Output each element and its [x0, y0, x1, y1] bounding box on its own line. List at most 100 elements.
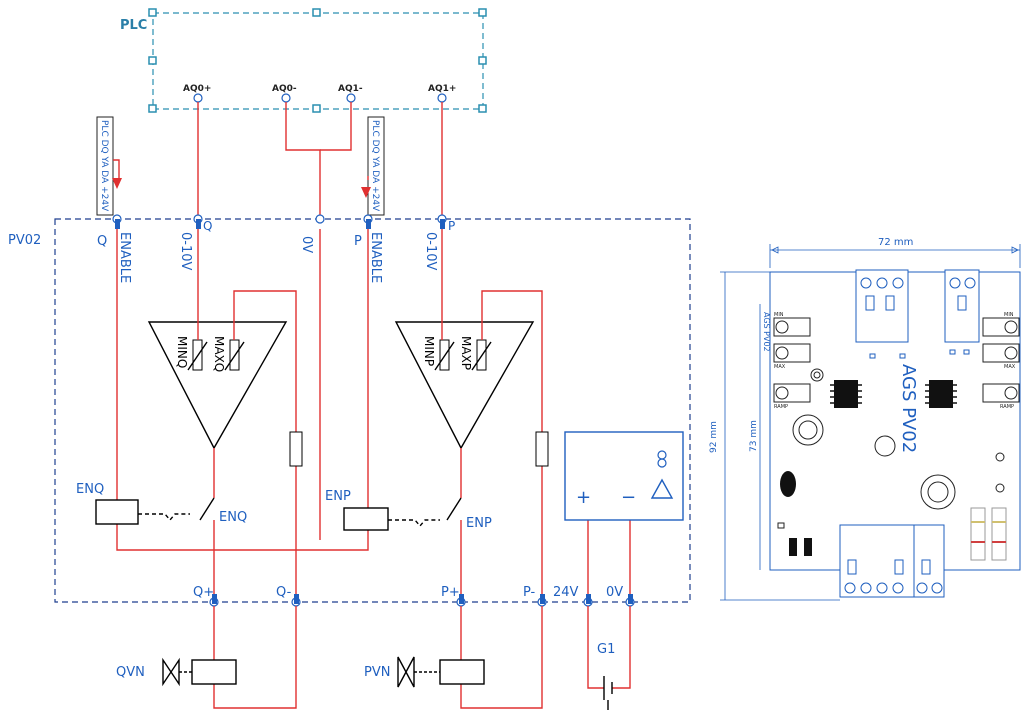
pot-label: MINP	[422, 336, 436, 366]
relay-label: ENQ	[76, 482, 104, 497]
wire-aq0minus	[285, 102, 321, 216]
pv02-frame	[54, 218, 691, 603]
screw-icon	[916, 582, 928, 594]
terminal-function-label: 0-10V	[178, 232, 193, 271]
pin-marker	[196, 219, 201, 229]
pot-knob-icon	[775, 320, 789, 334]
plc-output-terminal[interactable]	[281, 93, 291, 103]
wire-aq1minus	[320, 102, 352, 151]
mount-hole	[995, 483, 1005, 493]
amplifier-triangle	[394, 321, 535, 450]
pin-marker	[212, 594, 217, 604]
valve-coil	[191, 659, 237, 685]
wire-relay-q-return	[116, 524, 320, 551]
pot-knob-icon	[775, 386, 789, 400]
pot-arrow	[434, 341, 455, 371]
board-drawing: 72 mm 92 mm 73 mm AGS PV02 MIN MAX	[709, 237, 1021, 601]
contact-label: ENQ	[219, 510, 247, 525]
relay-label: ENP	[325, 489, 351, 504]
smd-part	[899, 353, 906, 359]
field-wiring	[213, 606, 631, 709]
plc-output-label: AQ0+	[183, 84, 211, 94]
pv02-top-terminals: Q Q P P ENABLE 0-10V 0V ENABLE 0-10V	[97, 214, 455, 283]
supply-note-q: PLC DQ YA DA +24V	[96, 116, 122, 216]
connector-slot	[894, 559, 904, 575]
relay-q: ENQ ENQ	[76, 482, 247, 525]
resistor-p	[535, 431, 549, 467]
connector-slot	[885, 295, 895, 311]
pin-label: Q	[97, 234, 107, 249]
board-capacitor	[874, 435, 896, 457]
board-pot-label: MIN	[1004, 312, 1014, 318]
plc-block: PLC AQ0+ AQ0- AQ1- AQ1+	[120, 8, 487, 113]
pot-label: MAXP	[459, 336, 473, 370]
smd-part	[869, 353, 876, 359]
terminal-label: P-	[523, 585, 536, 600]
valve-coil	[439, 659, 485, 685]
valve-pvn: PVN	[364, 656, 485, 688]
board-title: AGS PV02	[898, 364, 919, 453]
plc-output-terminal[interactable]	[346, 93, 356, 103]
terminal-function-label: ENABLE	[368, 232, 383, 283]
pin-label: P	[354, 234, 362, 249]
plc-title: PLC	[120, 18, 147, 33]
smd-part	[804, 538, 812, 556]
inner-height-dim-label: 73 mm	[749, 420, 759, 452]
supply-note-p: PLC DQ YA DA +24V	[361, 116, 385, 216]
plc-frame-handle	[478, 8, 487, 17]
connector-slot	[957, 295, 967, 311]
infinity-icon	[657, 458, 667, 468]
contact-enq	[199, 497, 215, 521]
plc-frame-handle	[478, 56, 487, 65]
board-pot-label: RAMP	[774, 404, 788, 410]
terminal-label: Q+	[193, 585, 214, 600]
screw-icon	[876, 277, 888, 289]
valve-icon	[397, 656, 415, 688]
power-module: + −	[564, 431, 684, 521]
internal-wiring	[116, 229, 631, 600]
board-capacitor	[927, 481, 949, 503]
amplifier-p: MINP MAXP	[394, 321, 535, 450]
connector-slot	[921, 559, 931, 575]
plc-output-label: AQ1-	[338, 84, 363, 94]
supply-note-box	[96, 116, 114, 216]
wire-g1-minus	[612, 606, 631, 689]
terminal-label: 0V	[606, 585, 623, 600]
ic-chip	[834, 380, 858, 408]
screw-icon	[964, 277, 976, 289]
relay-coil	[343, 507, 389, 531]
plc-frame-handle	[148, 8, 157, 17]
terminal-function-label: 0V	[299, 236, 314, 253]
screw-icon	[860, 277, 872, 289]
terminal-0v[interactable]	[315, 214, 325, 224]
fuse-holder	[970, 507, 986, 561]
pin-marker	[540, 594, 545, 604]
relay-link	[388, 519, 440, 528]
plc-output-terminal[interactable]	[193, 93, 203, 103]
board-pot-label: MIN	[774, 312, 784, 318]
terminal-function-label: ENABLE	[117, 232, 132, 283]
plc-frame-handle	[148, 104, 157, 113]
wire-maxp-feedback	[481, 290, 543, 432]
plc-output-label: AQ1+	[428, 84, 456, 94]
contact-enp	[446, 497, 462, 521]
wire-relay-p-return	[320, 530, 369, 551]
outer-height-dim-label: 92 mm	[709, 421, 719, 453]
pin-label: P	[448, 219, 455, 233]
valve-label: PVN	[364, 665, 390, 680]
pin-marker	[459, 594, 464, 604]
plc-output-terminal[interactable]	[437, 93, 447, 103]
wire-valve-p-return	[460, 606, 543, 709]
power-supply-label: G1	[597, 642, 615, 657]
connector-slot	[865, 295, 875, 311]
pot-arrow	[187, 341, 208, 371]
relay-p: ENP ENP	[325, 489, 492, 531]
smd-part	[963, 349, 970, 355]
width-dim-label: 72 mm	[878, 237, 913, 248]
connector-slot	[847, 559, 857, 575]
mount-hole	[995, 452, 1005, 462]
pv02-title: PV02	[8, 233, 41, 248]
pin-marker	[366, 219, 371, 229]
